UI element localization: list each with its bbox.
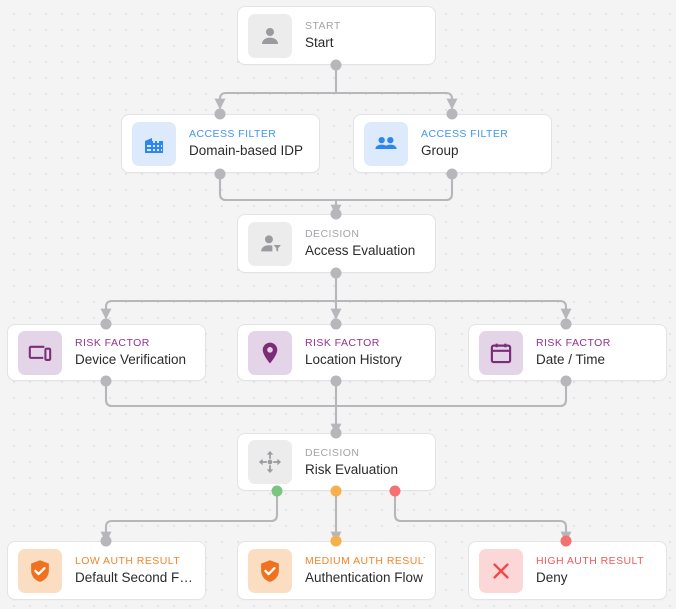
port-domain-idp-out[interactable] bbox=[214, 168, 226, 180]
node-text: MEDIUM AUTH RESULT Authentication Flow bbox=[305, 555, 425, 586]
building-icon bbox=[132, 121, 176, 166]
node-text: LOW AUTH RESULT Default Second Fact... bbox=[75, 555, 195, 586]
node-title: Authentication Flow bbox=[305, 570, 423, 585]
port-start-out[interactable] bbox=[330, 59, 342, 71]
port-medium-auth-in[interactable] bbox=[330, 535, 342, 547]
devices-icon bbox=[18, 330, 62, 375]
node-kind-label: DECISION bbox=[305, 228, 360, 240]
port-device-verification-in[interactable] bbox=[100, 318, 112, 330]
people-group-icon bbox=[364, 121, 408, 166]
port-access-evaluation-out[interactable] bbox=[330, 267, 342, 279]
port-date-time-in[interactable] bbox=[560, 318, 572, 330]
node-kind-label: START bbox=[305, 20, 341, 32]
node-kind-label: RISK FACTOR bbox=[75, 337, 150, 349]
port-date-time-out[interactable] bbox=[560, 375, 572, 387]
node-title: Access Evaluation bbox=[305, 243, 416, 258]
node-kind-label: RISK FACTOR bbox=[305, 337, 380, 349]
node-kind-label: DECISION bbox=[305, 446, 360, 459]
node-kind-label: ACCESS FILTER bbox=[421, 128, 509, 140]
edge-start-to-domain-idp bbox=[214, 91, 336, 110]
node-text: RISK FACTOR Location History bbox=[305, 337, 402, 368]
port-low-auth-in[interactable] bbox=[100, 535, 112, 547]
edge-group-to-access-evaluation bbox=[336, 174, 454, 202]
node-text: RISK FACTOR Device Verification bbox=[75, 337, 186, 368]
node-title: Group bbox=[421, 143, 459, 158]
node-text: RISK FACTOR Date / Time bbox=[536, 337, 611, 368]
node-title: Date / Time bbox=[536, 352, 606, 367]
node-high-auth-result[interactable]: HIGH AUTH RESULT Deny bbox=[468, 541, 667, 600]
node-title: Default Second Fact... bbox=[75, 570, 195, 585]
node-title: Start bbox=[305, 35, 334, 50]
node-text: DECISION Access Evaluation bbox=[305, 228, 415, 259]
four-way-arrows-icon bbox=[248, 440, 292, 484]
node-group[interactable]: ACCESS FILTER Group bbox=[353, 114, 552, 173]
node-kind-label: MEDIUM AUTH RESULT bbox=[305, 555, 425, 567]
shield-check-icon bbox=[248, 548, 292, 593]
node-text: ACCESS FILTER Domain-based IDP bbox=[189, 128, 303, 159]
edge-date-time-to-risk-evaluation bbox=[336, 381, 568, 408]
node-text: HIGH AUTH RESULT Deny bbox=[536, 555, 644, 586]
port-access-evaluation-in[interactable] bbox=[330, 208, 342, 220]
node-kind-label: ACCESS FILTER bbox=[189, 128, 277, 140]
node-kind-label: RISK FACTOR bbox=[536, 337, 611, 349]
node-low-auth-result[interactable]: LOW AUTH RESULT Default Second Fact... bbox=[7, 541, 206, 600]
map-pin-icon bbox=[248, 330, 292, 375]
node-risk-evaluation[interactable]: DECISION Risk Evaluation bbox=[237, 433, 436, 491]
port-location-history-out[interactable] bbox=[330, 375, 342, 387]
node-text: DECISION Risk Evaluation bbox=[305, 447, 398, 478]
edge-access-eval-to-device-verification bbox=[100, 299, 336, 320]
port-risk-evaluation-out-high[interactable] bbox=[389, 485, 401, 497]
node-kind-label: LOW AUTH RESULT bbox=[75, 555, 181, 567]
edge-high-auth bbox=[393, 491, 572, 543]
node-title: Location History bbox=[305, 352, 402, 367]
node-start[interactable]: START Start bbox=[237, 6, 436, 65]
port-high-auth-in[interactable] bbox=[560, 535, 572, 547]
node-text: START Start bbox=[305, 20, 341, 51]
node-device-verification[interactable]: RISK FACTOR Device Verification bbox=[7, 324, 206, 381]
port-group-in[interactable] bbox=[446, 108, 458, 120]
port-group-out[interactable] bbox=[446, 168, 458, 180]
node-kind-label: HIGH AUTH RESULT bbox=[536, 555, 644, 567]
node-text: ACCESS FILTER Group bbox=[421, 128, 508, 159]
node-title: Domain-based IDP bbox=[189, 143, 304, 158]
node-location-history[interactable]: RISK FACTOR Location History bbox=[237, 324, 436, 381]
port-risk-evaluation-out-medium[interactable] bbox=[330, 485, 342, 497]
node-title: Deny bbox=[536, 570, 568, 585]
edge-device-verification-to-risk-evaluation bbox=[104, 381, 342, 435]
node-title: Device Verification bbox=[75, 352, 187, 367]
calendar-icon bbox=[479, 330, 523, 375]
node-medium-auth-result[interactable]: MEDIUM AUTH RESULT Authentication Flow bbox=[237, 541, 436, 600]
edge-start-to-group bbox=[336, 91, 458, 110]
node-domain-based-idp[interactable]: ACCESS FILTER Domain-based IDP bbox=[121, 114, 320, 173]
port-domain-idp-in[interactable] bbox=[214, 108, 226, 120]
node-date-time[interactable]: RISK FACTOR Date / Time bbox=[468, 324, 667, 381]
port-risk-evaluation-out-low[interactable] bbox=[271, 485, 283, 497]
edge-access-eval-to-date-time bbox=[336, 299, 572, 320]
shield-check-icon bbox=[18, 548, 62, 593]
person-filter-icon bbox=[248, 221, 292, 266]
node-access-evaluation[interactable]: DECISION Access Evaluation bbox=[237, 214, 436, 273]
edge-low-auth bbox=[100, 491, 279, 543]
port-risk-evaluation-in[interactable] bbox=[330, 427, 342, 439]
node-title: Risk Evaluation bbox=[305, 461, 399, 477]
person-icon bbox=[248, 13, 292, 58]
port-location-history-in[interactable] bbox=[330, 318, 342, 330]
x-mark-icon bbox=[479, 548, 523, 593]
port-device-verification-out[interactable] bbox=[100, 375, 112, 387]
edge-domain-idp-to-access-evaluation bbox=[218, 174, 342, 216]
